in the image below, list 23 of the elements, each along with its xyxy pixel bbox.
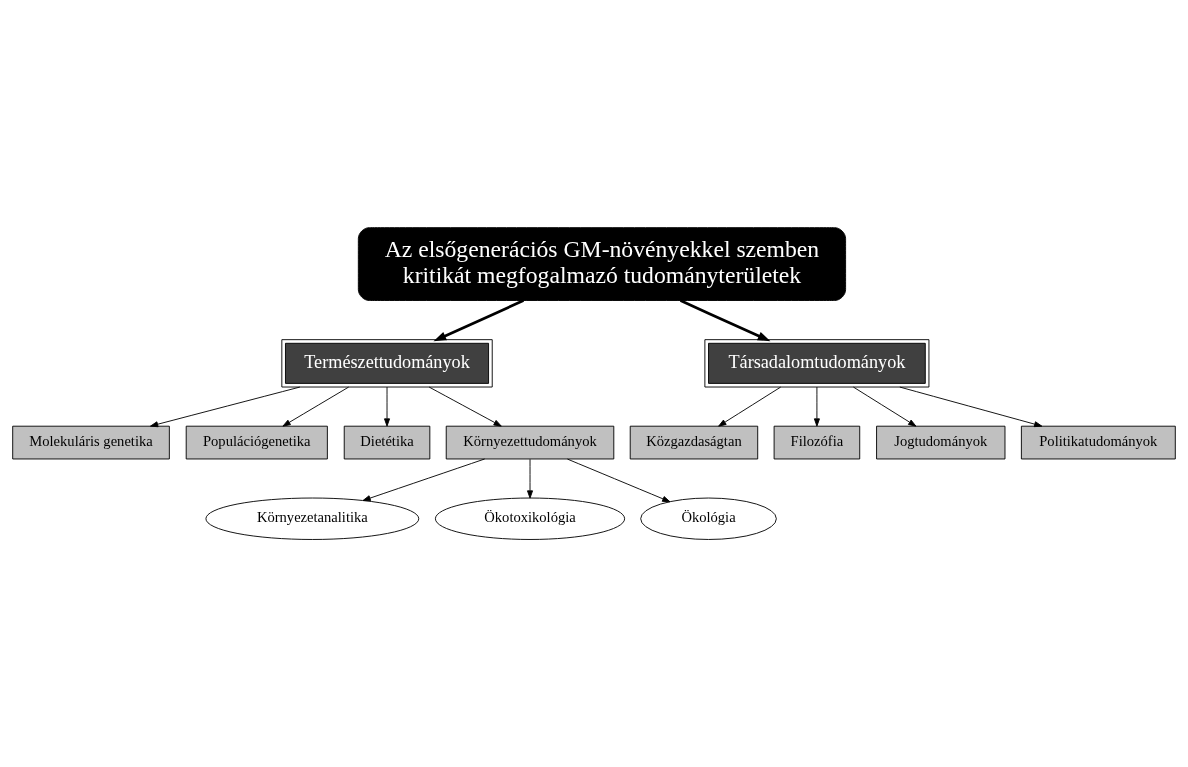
node-box: Politikatudományok: [1020, 425, 1176, 460]
node-ellipse: Ökotoxikológia: [434, 497, 626, 540]
node-box: Populációgenetika: [185, 425, 328, 460]
node-box: Jogtudományok: [876, 425, 1006, 460]
node-box: Dietétika: [343, 425, 431, 460]
arrow: [362, 458, 486, 502]
arrow: [527, 458, 534, 499]
node-box: Környezettudományok: [445, 425, 615, 460]
arrow: [813, 386, 820, 427]
arrow: [567, 458, 671, 503]
node-box: Közgazdaságtan: [629, 425, 759, 460]
arrow: [282, 386, 350, 427]
node-box: Filozófia: [773, 425, 861, 460]
arrow: [384, 386, 391, 427]
node-box: Molekuláris genetika: [12, 425, 170, 460]
arrow: [150, 386, 301, 428]
arrow: [718, 386, 782, 427]
arrow: [852, 386, 917, 427]
arrow: [679, 299, 771, 342]
arrow: [899, 386, 1043, 428]
node-box: Az elsőgenerációs GM-növényekkel szemben kritikát megfogalmazó tudományterületek: [357, 227, 847, 301]
arrow: [428, 386, 502, 427]
arrow: [433, 299, 525, 342]
